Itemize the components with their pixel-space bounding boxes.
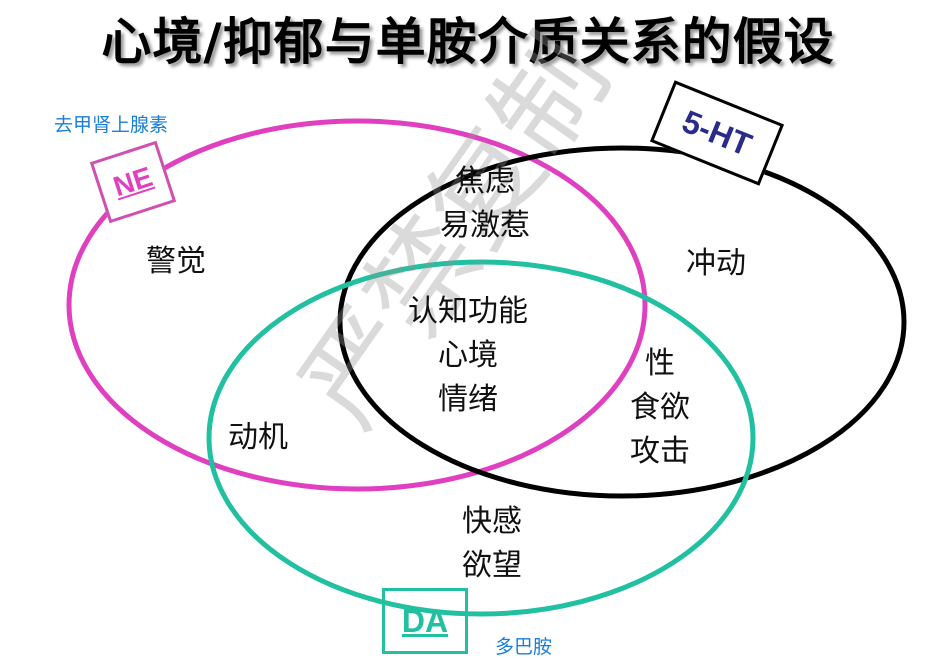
- region-ne-only: 警觉: [146, 244, 206, 279]
- ne-full-name: 去甲肾上腺素: [54, 114, 169, 136]
- da-full-name: 多巴胺: [495, 636, 553, 658]
- region-ne-5ht: 焦虑 易激惹: [440, 160, 530, 248]
- region-da-only: 快感 欲望: [462, 500, 522, 588]
- region-5ht-da: 性 食欲 攻击: [630, 342, 690, 474]
- label-appetite: 食欲: [630, 390, 690, 425]
- ne-circle: [66, 118, 648, 492]
- region-5ht-only: 冲动: [686, 246, 746, 281]
- 5ht-abbr: 5-HT: [677, 102, 757, 163]
- da-label-box: DA: [382, 588, 468, 654]
- label-irritability: 易激惹: [440, 208, 530, 243]
- label-cognition: 认知功能: [408, 294, 528, 329]
- region-ne-da: 动机: [228, 420, 288, 455]
- label-mood: 心境: [438, 338, 498, 373]
- 5ht-circle: [337, 145, 907, 499]
- label-aggression: 攻击: [630, 434, 690, 469]
- label-emotion: 情绪: [438, 382, 498, 417]
- da-abbr: DA: [401, 602, 449, 639]
- diagram-title: 心境/抑郁与单胺介质关系的假设: [101, 13, 835, 71]
- label-anxiety: 焦虑: [455, 164, 515, 199]
- label-sex: 性: [645, 346, 675, 381]
- region-all: 认知功能 心境 情绪: [408, 290, 528, 422]
- da-circle: [206, 259, 756, 617]
- label-pleasure: 快感: [462, 504, 522, 539]
- label-desire: 欲望: [462, 548, 522, 583]
- ne-abbr: NE: [109, 160, 157, 203]
